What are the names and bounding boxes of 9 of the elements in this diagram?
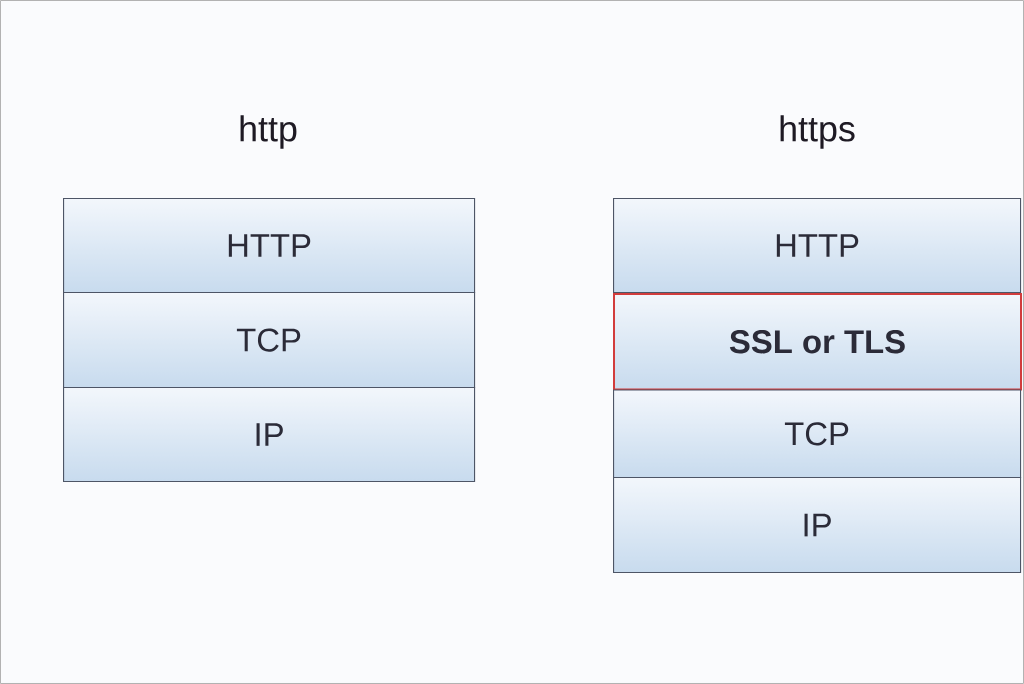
protocol-layer-box: HTTP — [63, 198, 476, 294]
protocol-layer-box: TCP — [63, 292, 476, 389]
protocol-layer-box: IP — [63, 387, 476, 483]
protocol-layer-box: HTTP — [613, 198, 1022, 294]
column-heading: http — [240, 115, 297, 149]
protocol-layer-box: SSL or TLS — [613, 293, 1022, 391]
protocol-layer-box: IP — [613, 477, 1022, 574]
protocol-layer-box: TCP — [613, 389, 1022, 479]
column-heading: https — [780, 115, 855, 149]
